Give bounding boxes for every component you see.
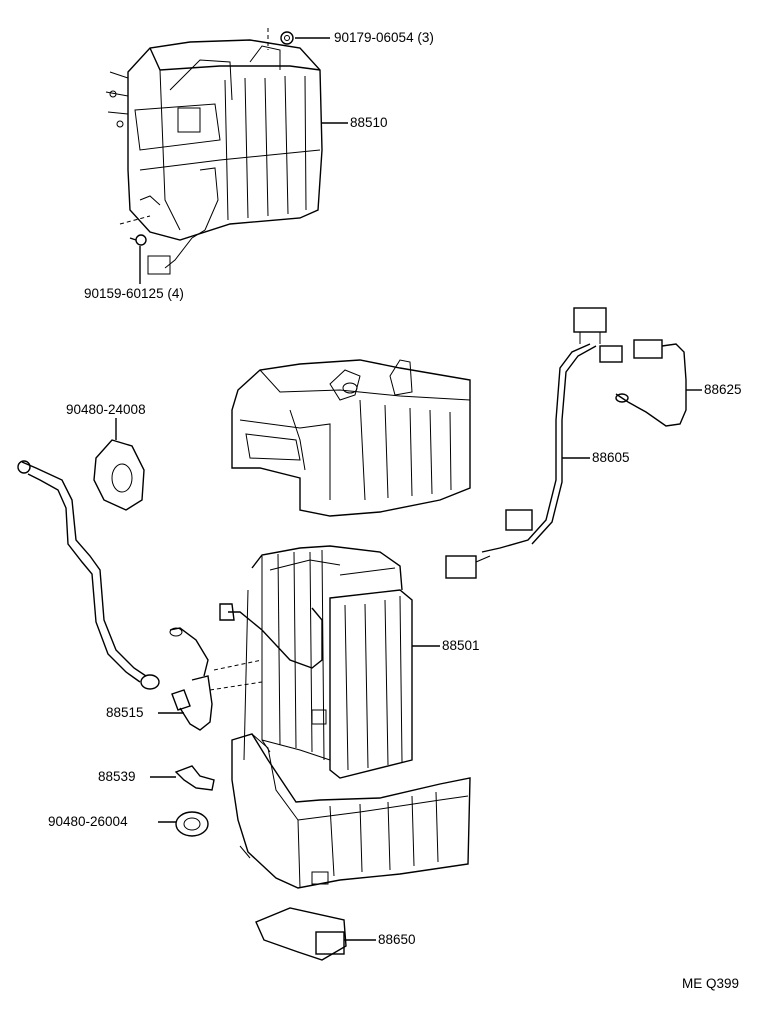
part-label-90179: 90179-06054 (3) [334,30,434,45]
evaporator-housing-assembly [105,39,323,275]
part-label-88501: 88501 [442,638,480,653]
part-label-90159: 90159-60125 (4) [84,286,184,301]
part-label-88539: 88539 [98,769,136,784]
part-label-88650: 88650 [378,932,416,947]
pipe-88539-icon [150,765,215,791]
part-label-88510: 88510 [350,115,388,130]
thermistor-wire [615,339,702,427]
screw-90159-icon [119,215,151,284]
part-label-88515: 88515 [106,705,144,720]
diagram-code: ME Q399 [682,976,740,991]
grommet-24008-icon [93,418,145,511]
upper-case [231,359,471,517]
evaporator-core [219,545,413,779]
part-label-88605: 88605 [592,450,630,465]
part-label-88625: 88625 [704,382,742,397]
lower-case [231,733,471,889]
part-label-90480-24008: 90480-24008 [66,402,146,417]
drain-hose [17,460,160,690]
part-label-90480-26004: 90480-26004 [48,814,128,829]
wire-harness [445,307,623,579]
amplifier-88650-icon [255,907,376,961]
expansion-valve [158,627,263,731]
grommet-26004-icon [158,811,209,837]
nut-90179-icon [267,28,330,50]
